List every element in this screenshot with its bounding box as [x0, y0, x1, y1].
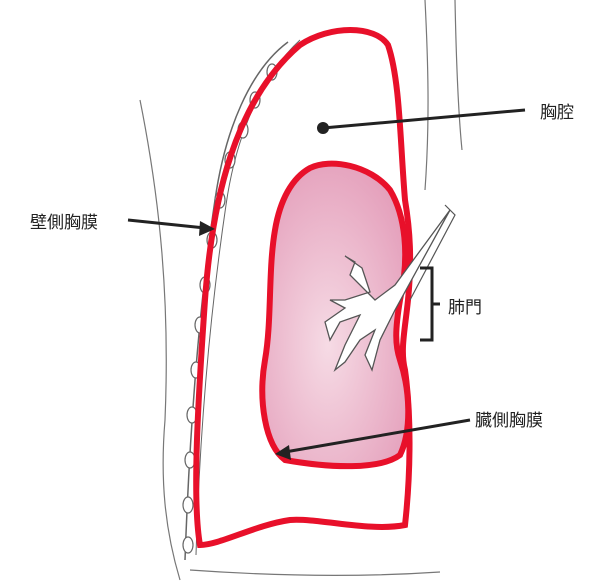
thoracic-cavity-pointer	[322, 108, 526, 130]
mediastinum-outline	[424, 0, 429, 191]
parietal-pleura-arrowhead	[199, 221, 215, 236]
bronchial-tree	[324, 209, 451, 373]
label-hilum: 肺門	[448, 298, 482, 318]
lower-outline	[189, 569, 441, 576]
parietal-pleura-pointer	[127, 218, 206, 230]
chest-wall-outline	[139, 99, 181, 581]
hilum-bracket	[420, 266, 440, 342]
label-visceral-pleura: 臓側胸膜	[475, 411, 543, 431]
hilum-vessel	[409, 204, 456, 301]
mediastinum-outline-2	[454, 0, 463, 151]
label-parietal-pleura: 壁側胸膜	[30, 213, 98, 233]
parietal-pleura-line	[193, 27, 414, 549]
visceral-pleura-pointer	[284, 418, 471, 454]
visceral-pleura-arrowhead	[275, 445, 291, 460]
label-thoracic-cavity: 胸腔	[540, 103, 574, 123]
